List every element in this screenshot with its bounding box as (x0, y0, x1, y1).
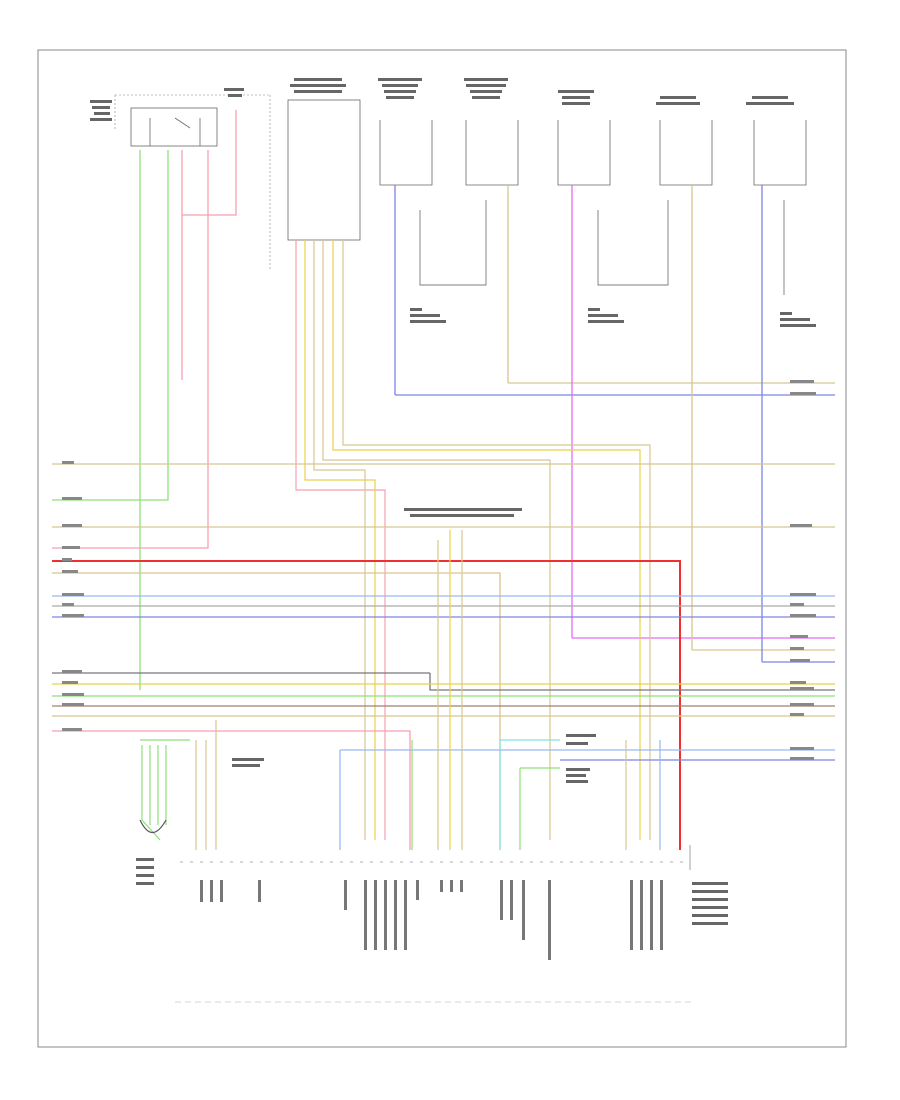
wires-radio-lower (195, 530, 661, 850)
ground-harness (139, 739, 190, 841)
steering-wheel-controls-box (287, 99, 361, 241)
diagram-frame (37, 49, 847, 1048)
speaker-return-traces (419, 200, 785, 295)
wire-code-labels (62, 380, 816, 760)
wires-vertical-top (52, 110, 835, 690)
wires-horizontal-bus (52, 463, 835, 850)
wires-steering-harness (295, 240, 651, 840)
radio-pin-labels (200, 880, 663, 960)
ignition-switch-box (130, 107, 218, 147)
component-labels (90, 78, 816, 925)
speaker-boxes (379, 120, 807, 186)
radio-module-pins (180, 845, 691, 870)
fuse-block-dashed (114, 94, 271, 270)
